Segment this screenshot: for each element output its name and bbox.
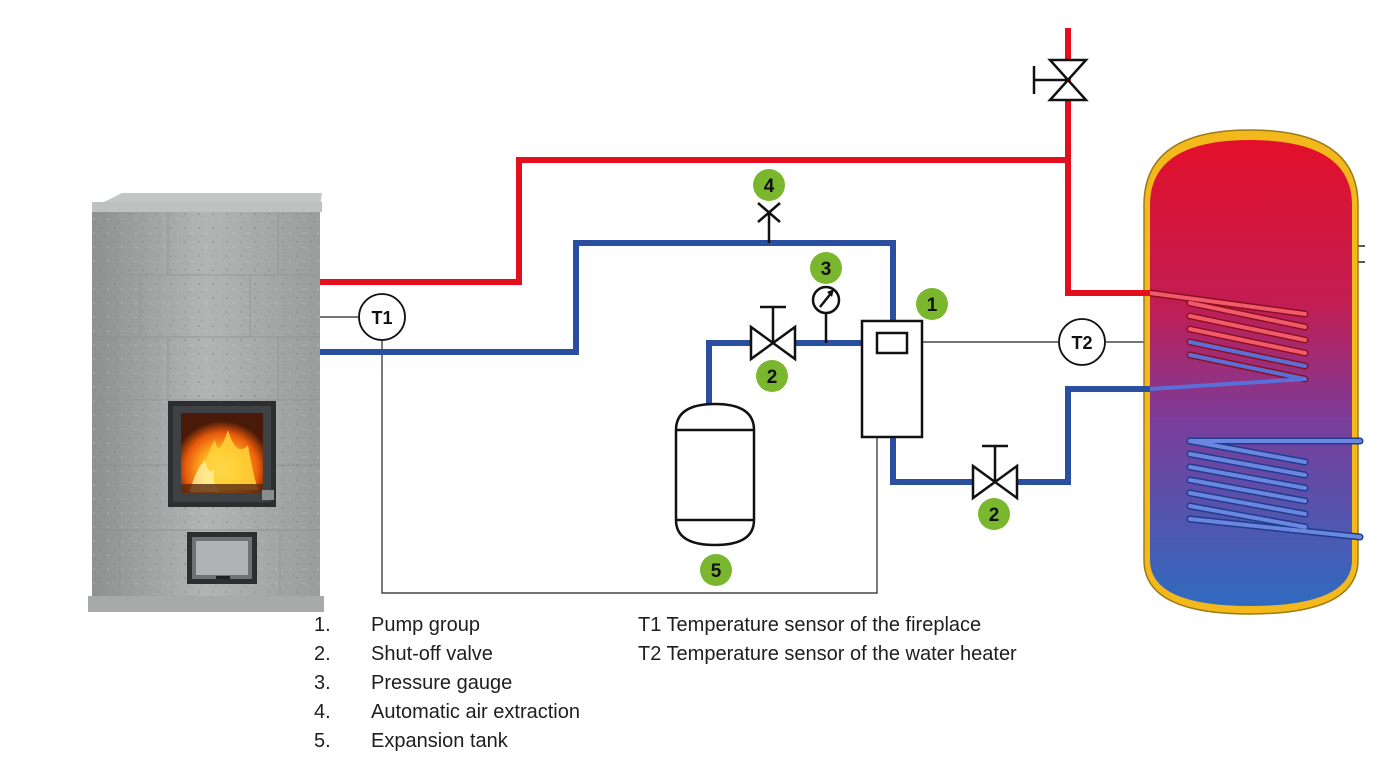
expansion-tank-icon	[674, 402, 756, 547]
legend-item: 3.Pressure gauge	[314, 672, 513, 694]
sensor-legend-item: T2 Temperature sensor of the water heate…	[638, 643, 1017, 665]
fireplace	[88, 193, 324, 612]
air-vent-icon	[757, 202, 781, 243]
badge-gauge: 3	[810, 252, 842, 284]
sensor-t1: T1	[358, 293, 406, 341]
svg-text:2: 2	[767, 367, 778, 388]
shutoff-valve-left-icon	[749, 305, 797, 362]
legend-item: 5.Expansion tank	[314, 730, 508, 752]
upper-heating-coil	[1150, 289, 1309, 391]
svg-text:5: 5	[711, 561, 722, 582]
legend-item: 1.Pump group	[314, 614, 480, 636]
sensor-legend: T1 Temperature sensor of the fireplace T…	[638, 611, 1017, 669]
svg-text:3: 3	[821, 259, 832, 280]
legend-item: 4.Automatic air extraction	[314, 701, 580, 723]
hot-water-pipe	[320, 28, 1150, 296]
sensor-legend-item: T1 Temperature sensor of the fireplace	[638, 614, 982, 636]
shutoff-valve-right-icon	[971, 444, 1019, 501]
svg-text:1: 1	[927, 295, 938, 316]
pump-group-icon	[860, 319, 924, 439]
badge-valve-right: 2	[978, 498, 1010, 530]
badge-expansion-tank: 5	[700, 554, 732, 586]
legend-item: 2.Shut-off valve	[314, 643, 493, 665]
svg-text:2: 2	[989, 505, 1000, 526]
badge-air-vent: 4	[753, 169, 785, 201]
sensor-t2-label: T2	[1071, 333, 1092, 353]
pressure-gauge-icon	[811, 285, 841, 343]
lower-heating-coil	[1186, 437, 1364, 541]
svg-text:4: 4	[764, 176, 775, 197]
water-heater-tank	[1143, 129, 1359, 615]
component-legend: 1.Pump group 2.Shut-off valve 3.Pressure…	[314, 611, 580, 756]
cold-water-pipe	[320, 240, 1150, 485]
main-shutoff-valve-icon	[1032, 58, 1089, 102]
sensor-t2: T2	[1058, 318, 1106, 366]
badge-pump: 1	[916, 288, 948, 320]
sensor-t1-label: T1	[371, 308, 392, 328]
badge-valve-left: 2	[756, 360, 788, 392]
